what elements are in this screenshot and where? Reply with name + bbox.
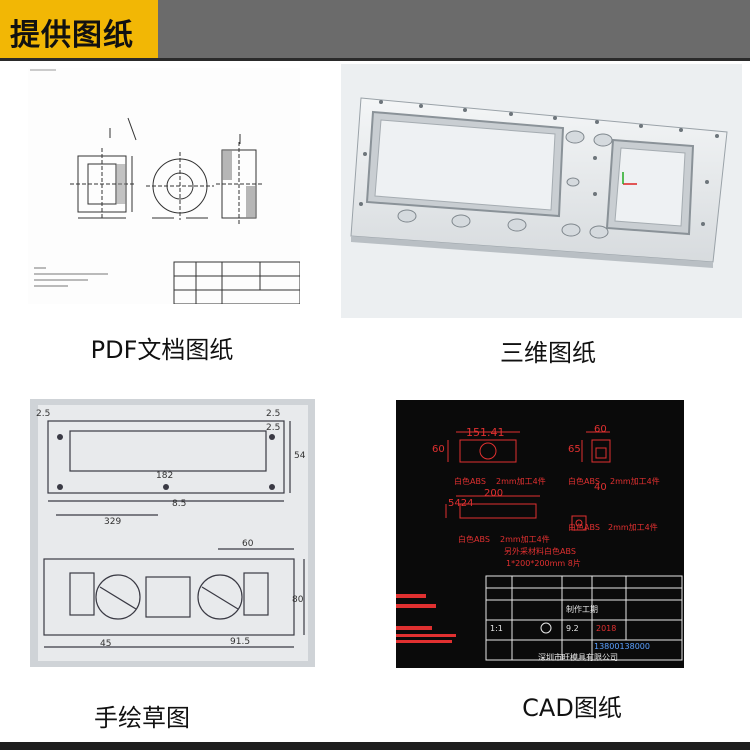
header-title-tab: 提供图纸 <box>0 0 158 58</box>
cad-note-5: 白色ABS <box>458 535 490 544</box>
cad-note-6: 2mm加工4件 <box>500 535 550 544</box>
sketch-dim-3: 2.5 <box>266 423 281 433</box>
hand-sketch-caption: 手绘草图 <box>94 704 190 732</box>
sketch-dim-6: 8.5 <box>172 499 187 509</box>
cad-note-10: 1*200*200mm 8片 <box>506 559 581 568</box>
cad-dim-1: 151.41 <box>466 426 505 439</box>
cad-note-1: 白色ABS <box>454 477 486 486</box>
sketch-dim-1: 2.5 <box>36 409 51 419</box>
cad-drawing-illustration <box>396 431 683 661</box>
cad-date: 2018 <box>596 624 617 633</box>
sketch-dim-2: 2.5 <box>266 409 281 419</box>
page-title: 提供图纸 <box>10 18 134 53</box>
cad-dim-7: 5424 <box>448 498 474 509</box>
cad-dim-6: 200 <box>484 488 504 499</box>
hand-sketch-illustration <box>38 405 308 661</box>
cad-note-2: 2mm加工4件 <box>496 477 546 486</box>
cad-dim-5: 40 <box>594 482 607 493</box>
cad-note-4: 2mm加工4件 <box>610 477 660 486</box>
three-d-drawing-image <box>341 64 742 318</box>
pdf-drawing-image <box>28 68 300 304</box>
sketch-dim-11: 45 <box>100 639 112 649</box>
cad-qty: 9.2 <box>566 624 579 633</box>
three-d-model-illustration <box>350 97 728 268</box>
sketch-dim-9: 80 <box>292 595 304 605</box>
pdf-drawing-illustration <box>30 69 300 304</box>
cad-note-3: 白色ABS <box>568 477 600 486</box>
cad-dim-4: 65 <box>568 444 581 455</box>
header-divider <box>0 58 750 61</box>
cad-note-8: 2mm加工4件 <box>608 523 658 532</box>
cad-drawing-caption: CAD图纸 <box>522 694 622 722</box>
cad-company: 深圳市旺模具有限公司 <box>538 653 618 662</box>
pdf-drawing-caption: PDF文档图纸 <box>90 336 234 364</box>
sketch-dim-8: 60 <box>242 539 254 549</box>
cad-phone: 13800138000 <box>594 642 650 651</box>
cad-note-7: 白色ABS <box>568 523 600 532</box>
cad-maker: 制作工期 <box>566 605 598 614</box>
cad-dim-3: 60 <box>594 424 607 435</box>
cad-dim-2: 60 <box>432 444 445 455</box>
cad-scale: 1:1 <box>490 624 503 633</box>
sketch-dim-5: 182 <box>156 471 174 481</box>
cad-drawing-image: 151.41 60 60 65 40 200 5424 白色ABS 2mm加工4… <box>396 400 684 668</box>
sketch-dim-4: 54 <box>294 451 306 461</box>
sketch-dim-7: 329 <box>104 517 122 527</box>
footer-divider <box>0 742 750 750</box>
hand-sketch-image: 2.5 2.5 2.5 54 182 8.5 329 60 80 91.5 45 <box>30 399 315 667</box>
three-d-drawing-caption: 三维图纸 <box>500 339 596 367</box>
cad-note-9: 另外采材料白色ABS <box>504 547 576 556</box>
sketch-dim-10: 91.5 <box>230 637 251 647</box>
